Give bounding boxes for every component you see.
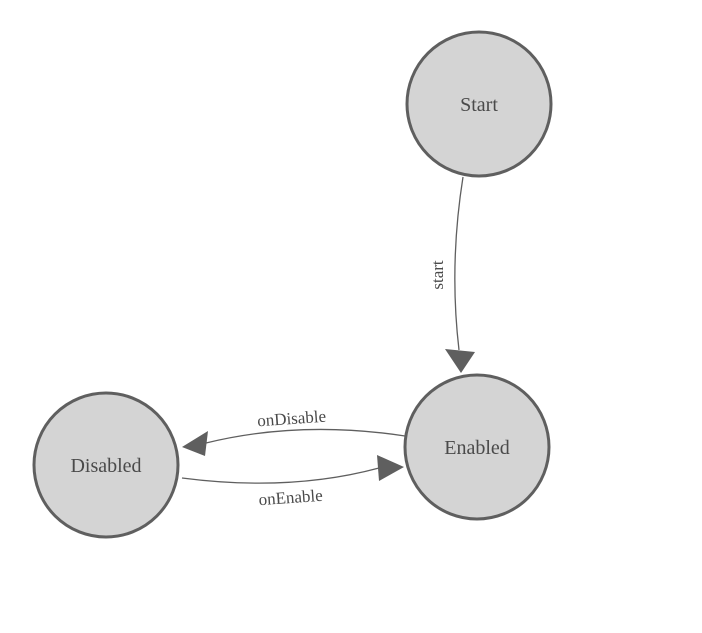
transition-edge-start[interactable]: start xyxy=(428,176,475,373)
state-label-disabled: Disabled xyxy=(70,455,141,477)
edge-line-start[interactable] xyxy=(454,176,464,351)
state-circle-disabled[interactable] xyxy=(32,391,180,539)
edge-line-onenable[interactable] xyxy=(181,467,380,484)
edge-label-start: start xyxy=(428,260,447,290)
state-label-enabled: Enabled xyxy=(444,437,510,459)
arrowhead-icon xyxy=(377,455,404,481)
edge-line-ondisable[interactable] xyxy=(205,428,406,444)
state-circle-enabled[interactable] xyxy=(403,373,551,521)
arrowhead-icon xyxy=(445,349,475,373)
state-label-start: Start xyxy=(460,94,498,116)
edge-label-ondisable: onDisable xyxy=(257,407,327,431)
arrowhead-icon xyxy=(182,431,208,456)
state-circle-start[interactable] xyxy=(405,30,553,178)
edge-label-onenable: onEnable xyxy=(258,486,323,509)
state-node-start[interactable]: Start xyxy=(405,30,553,178)
state-node-disabled[interactable]: Disabled xyxy=(32,391,180,539)
transition-edge-ondisable[interactable]: onDisable xyxy=(182,407,406,456)
state-node-enabled[interactable]: Enabled xyxy=(403,373,551,521)
transition-edge-onenable[interactable]: onEnable xyxy=(181,455,404,509)
